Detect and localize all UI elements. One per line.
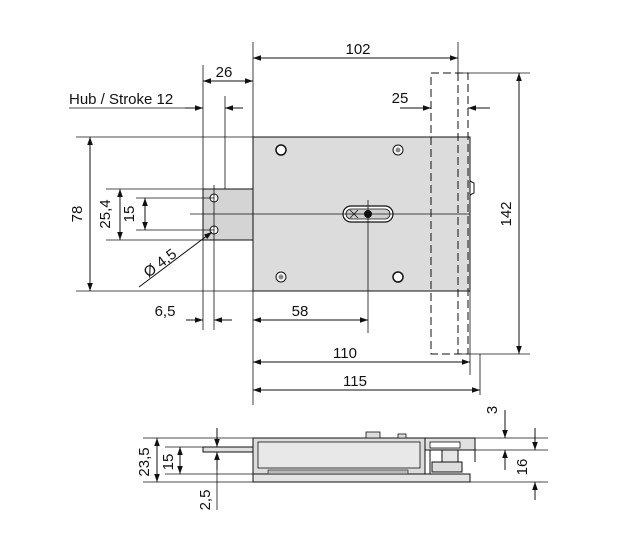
dim-3: 3 [484, 406, 501, 414]
dim-diameter: Ø 4,5 [141, 246, 181, 282]
top-view: 102 26 Hub / Stroke 12 25 78 25,4 15 Ø 4 [69, 41, 530, 405]
mount-hole [275, 144, 287, 156]
stroke-label: Hub / Stroke 12 [69, 91, 173, 108]
dim-16: 16 [514, 459, 531, 476]
dim-58: 58 [292, 303, 309, 320]
dim-15: 15 [121, 206, 138, 223]
dim-115: 115 [343, 373, 367, 390]
mount-hole [392, 271, 404, 283]
dim-110: 110 [333, 345, 357, 362]
side-left-plate [202, 446, 254, 453]
dim-23-5: 23,5 [136, 447, 153, 476]
dim-6-5: 6,5 [155, 303, 176, 320]
dim-26: 26 [216, 64, 233, 81]
dim-side-15: 15 [160, 454, 177, 471]
dim-25: 25 [392, 90, 409, 107]
dim-25-4: 25,4 [97, 199, 114, 228]
side-view: 23,5 15 2,5 3 16 [136, 406, 548, 511]
side-base [252, 473, 471, 483]
dim-142: 142 [498, 201, 515, 226]
dim-78: 78 [69, 206, 86, 223]
dim-2-5: 2,5 [197, 490, 214, 511]
dim-102: 102 [345, 41, 370, 58]
forend-outline [430, 72, 469, 355]
